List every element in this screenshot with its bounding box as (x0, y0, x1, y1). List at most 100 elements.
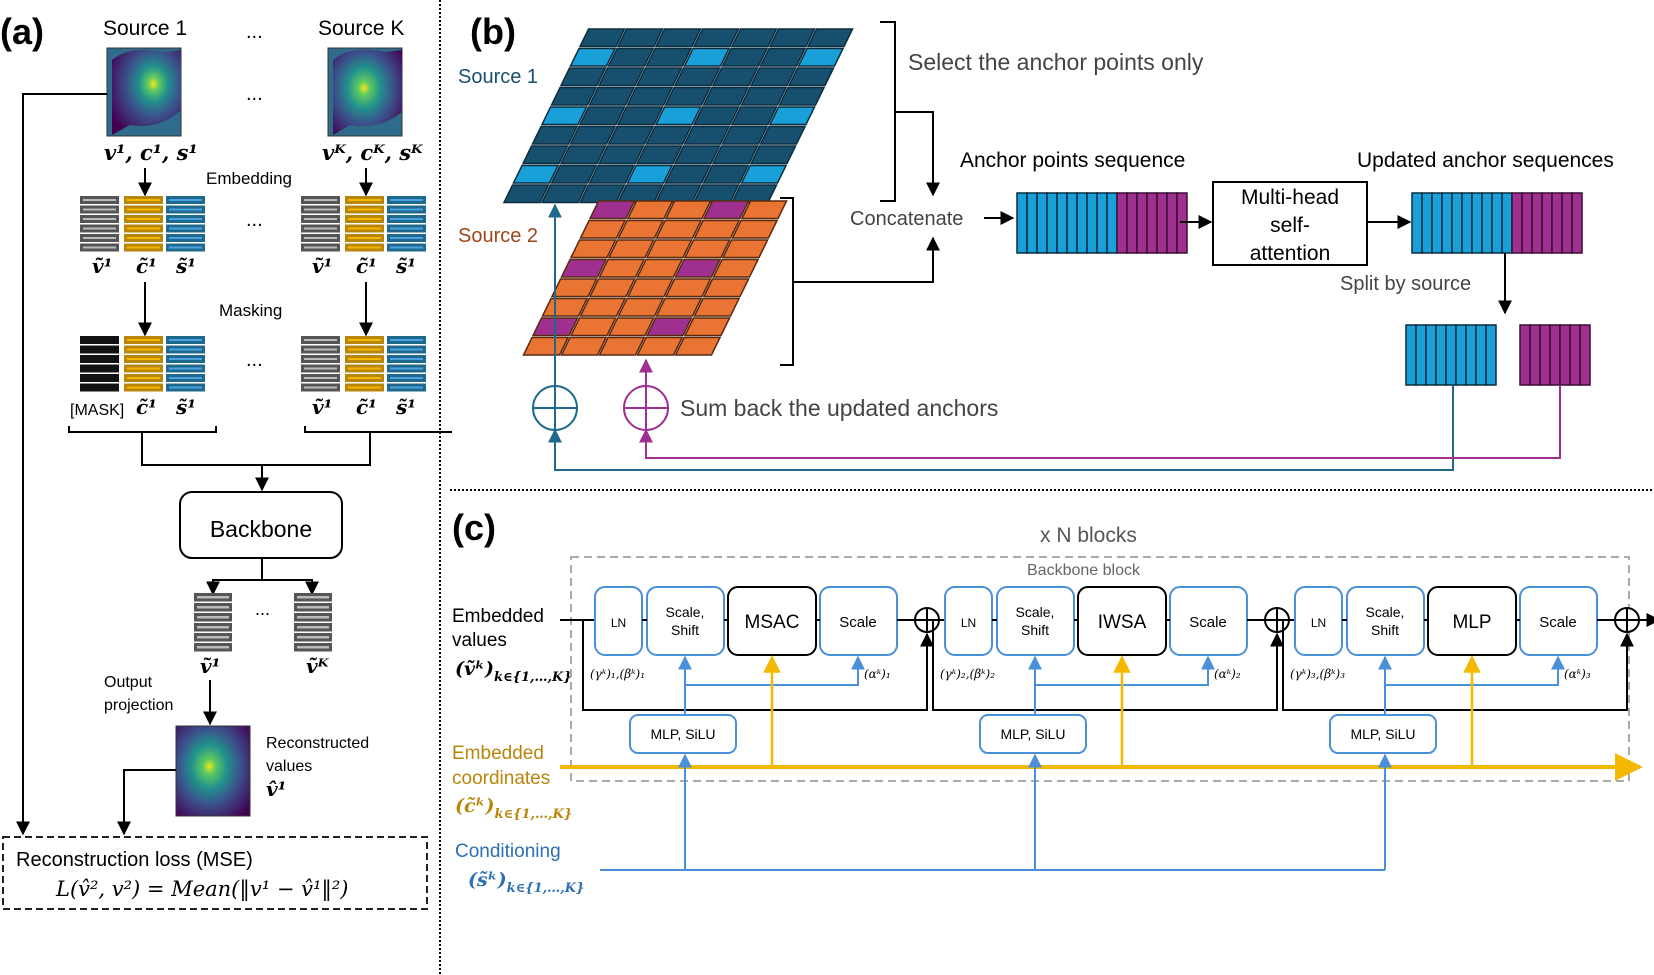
grid-cell (693, 219, 741, 239)
bracket (780, 197, 794, 366)
scale-shift-box (1346, 586, 1425, 656)
token-stripe (390, 199, 423, 201)
return-path-source2 (639, 385, 1561, 459)
grid-cell (617, 219, 665, 239)
grid-cell (578, 184, 626, 204)
grid-cell (550, 86, 598, 106)
grid-cell (522, 336, 570, 356)
grid-cell (683, 125, 731, 145)
token-stripe (304, 199, 337, 201)
cond-token-stack (387, 336, 426, 392)
token-stripe (304, 339, 337, 341)
anchor-token-source1 (1485, 324, 1497, 386)
token-stripe (348, 348, 381, 351)
anchor-token-source1 (1491, 192, 1503, 254)
grid-cell (721, 239, 769, 259)
coord-token-stack (124, 336, 163, 392)
scale-label: Scale (839, 614, 877, 631)
grid-cell (674, 336, 722, 356)
ellipsis: ... (246, 349, 263, 371)
cond-token-stack (166, 336, 205, 392)
value-token-stack (80, 196, 119, 252)
token-stripe (348, 367, 381, 370)
grid-cell (730, 106, 778, 126)
emb-c-label: c̃¹ (136, 254, 157, 278)
loss-formula: L(v̂², v²) = Mean(‖v¹ − v̂¹‖²) (55, 877, 348, 902)
anchor-token-source2 (1156, 192, 1168, 254)
token-stripe (127, 199, 160, 201)
anchor-cell (702, 200, 750, 220)
token-stripe (83, 227, 116, 230)
token-stripe (390, 208, 423, 211)
grid-cell (654, 184, 702, 204)
token-stripe (348, 199, 381, 201)
emb-c-label: c̃¹ (136, 395, 157, 419)
grid-cell (540, 184, 588, 204)
attention-box (1212, 181, 1368, 266)
embedded-coords-math: (c̃ᵏ)k∈{1,…,K} (455, 795, 572, 822)
token-stripe (348, 339, 381, 341)
token-stripe (127, 367, 160, 370)
token-stripe (127, 246, 160, 249)
token-stripe (169, 199, 202, 201)
token-stripe (127, 348, 160, 351)
anchor-cell (683, 47, 731, 67)
anchor-token-source1 (1106, 192, 1118, 254)
scale-shift-label: Scale,Shift (666, 604, 705, 638)
token-stripe (197, 646, 229, 649)
source-2-label: Source 2 (458, 225, 538, 247)
token-stripe (390, 377, 423, 379)
grid-cell (730, 184, 778, 204)
gamma-beta-label: (γᵏ)₁,(βᵏ)₁ (590, 667, 645, 681)
token-stripe (83, 367, 116, 370)
grid-cell (645, 125, 693, 145)
anchor-token-source1 (1471, 192, 1483, 254)
connector (895, 111, 940, 197)
split-label: Split by source (1340, 273, 1471, 295)
connector (793, 236, 940, 283)
scale-shift-box (646, 586, 725, 656)
anchor-token-source2 (1136, 192, 1148, 254)
conditioning-label: Conditioning (455, 841, 561, 862)
grid-cell (645, 47, 693, 67)
backbone-label: Backbone (210, 516, 312, 542)
anchor-token-source1 (1435, 324, 1447, 386)
scale-shift-label: Scale,Shift (1366, 604, 1405, 638)
panel-b: (b) Source 1 Source 2 Select the anchor … (458, 11, 1614, 471)
anchor-token-source1 (1415, 324, 1427, 386)
bracket (880, 21, 896, 202)
residual-path (582, 620, 934, 711)
anchor-token-source1 (1076, 192, 1088, 254)
grid-cell (578, 28, 626, 48)
ln-label: LN (611, 616, 626, 630)
grid-cell (531, 125, 579, 145)
anchor-token-source2 (1571, 192, 1583, 254)
mlp-silu-box (979, 714, 1087, 754)
mask-token-label: [MASK] (70, 402, 124, 419)
alpha-label: (αᵏ)₃ (1564, 667, 1591, 681)
scale-shift-line: Shift (1021, 622, 1049, 638)
core-label: MLP (1452, 612, 1491, 633)
grid-cell (607, 317, 655, 337)
anchor-token-source1 (1475, 324, 1487, 386)
token-stripe (390, 218, 423, 220)
scale-shift-line: Scale, (666, 604, 705, 620)
grid-cell (616, 28, 664, 48)
token-stripe (169, 367, 202, 370)
anchor-token-source1 (1405, 324, 1417, 386)
source-1-title: Source 1 (103, 17, 187, 40)
anchor-token-source1 (1465, 324, 1477, 386)
value-token-stack (301, 196, 340, 252)
reconstructed-image (175, 725, 251, 817)
anchor-token-source2 (1521, 192, 1533, 254)
grid-cell (598, 258, 646, 278)
gamma-beta-label: (γᵏ)₃,(βᵏ)₃ (1290, 667, 1345, 681)
grid-cell (616, 106, 664, 126)
repeat-label: x N blocks (1040, 524, 1137, 547)
anchor-cell (645, 317, 693, 337)
token-stripe (348, 377, 381, 379)
alpha-arrow (1385, 655, 1565, 686)
